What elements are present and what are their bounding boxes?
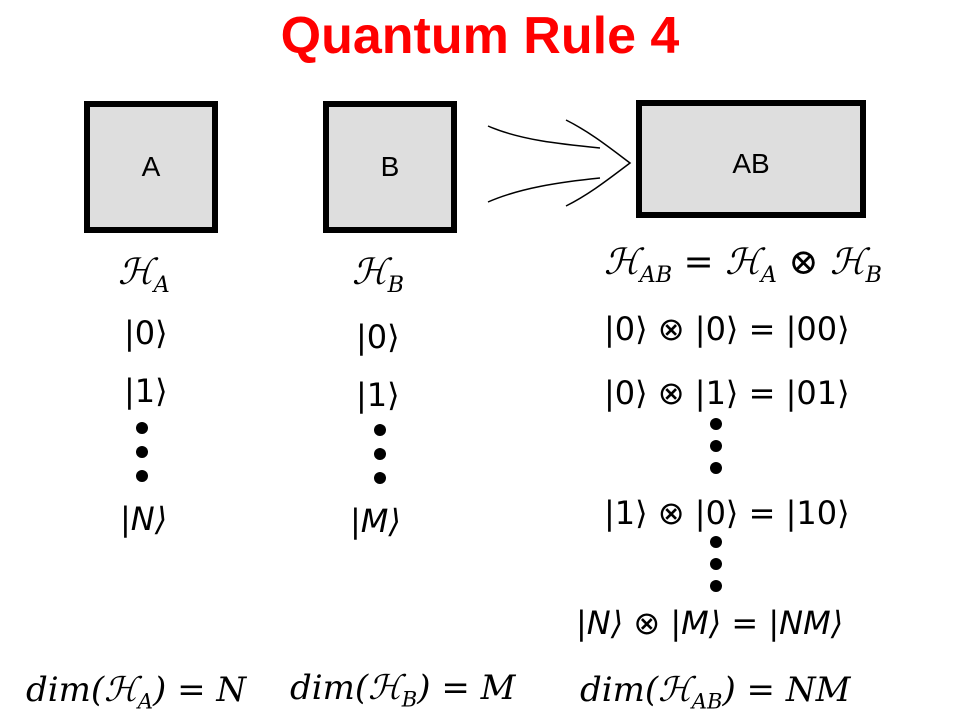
ket-a-1: |1⟩ bbox=[124, 372, 168, 410]
ket-b-1: |1⟩ bbox=[356, 376, 400, 414]
ellipsis-dot-a-2 bbox=[136, 446, 148, 458]
double-arrow-icon bbox=[487, 119, 632, 207]
ellipsis-dot-b-3 bbox=[374, 472, 386, 484]
system-ab-box: AB bbox=[636, 100, 866, 218]
ellipsis-dot-ab-1 bbox=[710, 418, 722, 430]
hilbert-space-ab: ℋAB = ℋA ⊗ ℋB bbox=[604, 242, 882, 288]
tensor-row-00: |0⟩ ⊗ |0⟩ = |00⟩ bbox=[604, 310, 850, 348]
tensor-row-01: |0⟩ ⊗ |1⟩ = |01⟩ bbox=[604, 374, 850, 412]
ellipsis-dot-ab-3 bbox=[710, 462, 722, 474]
ellipsis-dot-a-3 bbox=[136, 470, 148, 482]
dimension-ab: dim(ℋAB) = NM bbox=[580, 670, 851, 714]
hilbert-space-b: ℋB bbox=[352, 252, 404, 298]
ellipsis-dot-b-2 bbox=[374, 448, 386, 460]
page-title: Quantum Rule 4 bbox=[280, 7, 680, 65]
ellipsis-dot-ab-4 bbox=[710, 536, 722, 548]
ket-a-n: |N⟩ bbox=[120, 500, 168, 538]
hilbert-space-a: ℋA bbox=[118, 252, 170, 298]
system-b-box: B bbox=[323, 101, 457, 233]
system-ab-label: AB bbox=[732, 148, 770, 179]
system-a-box: A bbox=[84, 101, 218, 233]
system-b-label: B bbox=[380, 151, 400, 182]
ket-b-m: |M⟩ bbox=[350, 502, 401, 540]
tensor-row-nm: |N⟩ ⊗ |M⟩ = |NM⟩ bbox=[576, 604, 844, 642]
ellipsis-dot-ab-5 bbox=[710, 558, 722, 570]
ellipsis-dot-a-1 bbox=[136, 422, 148, 434]
system-a-label: A bbox=[141, 151, 161, 182]
ket-b-0: |0⟩ bbox=[356, 318, 400, 356]
ellipsis-dot-b-1 bbox=[374, 424, 386, 436]
tensor-row-10: |1⟩ ⊗ |0⟩ = |10⟩ bbox=[604, 494, 850, 532]
ellipsis-dot-ab-6 bbox=[710, 580, 722, 592]
ket-a-0: |0⟩ bbox=[124, 314, 168, 352]
dimension-a: dim(ℋA) = N bbox=[26, 670, 247, 714]
dimension-b: dim(ℋB) = M bbox=[290, 668, 516, 712]
ellipsis-dot-ab-2 bbox=[710, 440, 722, 452]
